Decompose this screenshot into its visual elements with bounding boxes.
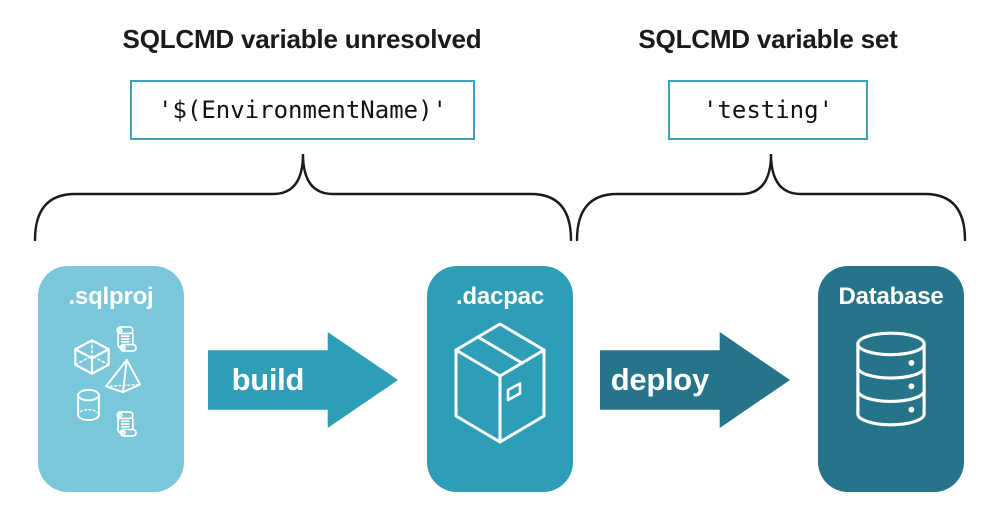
package-box-icon [454,322,546,444]
deploy-arrow-label: deploy [610,362,709,397]
cylinder-icon [77,388,100,422]
node-dacpac-label: .dacpac [456,283,544,310]
code-value-set: 'testing' [702,96,834,124]
build-arrow-label: build [231,362,305,397]
heading-set: SQLCMD variable set [638,24,898,54]
node-dacpac: .dacpac [427,266,573,492]
code-value-unresolved: '$(EnvironmentName)' [158,96,447,124]
code-box-testing-value: 'testing' [668,80,868,140]
curly-brace-right-icon [575,153,967,242]
node-database-label: Database [838,283,944,310]
build-arrow: build [208,332,398,428]
node-sqlproj-label: .sqlproj [68,283,154,310]
database-icon [856,331,926,427]
sql-script-scroll-icon [116,411,137,437]
heading-unresolved: SQLCMD variable unresolved [122,24,482,54]
deploy-arrow: deploy [600,332,790,428]
pyramid-icon [105,358,141,394]
sql-script-scroll-icon [116,326,137,352]
node-sqlproj: .sqlproj [38,266,184,492]
curly-brace-left-icon [33,153,573,242]
code-box-environment-variable: '$(EnvironmentName)' [130,80,475,140]
node-database: Database [818,266,964,492]
cube-icon [74,339,110,375]
